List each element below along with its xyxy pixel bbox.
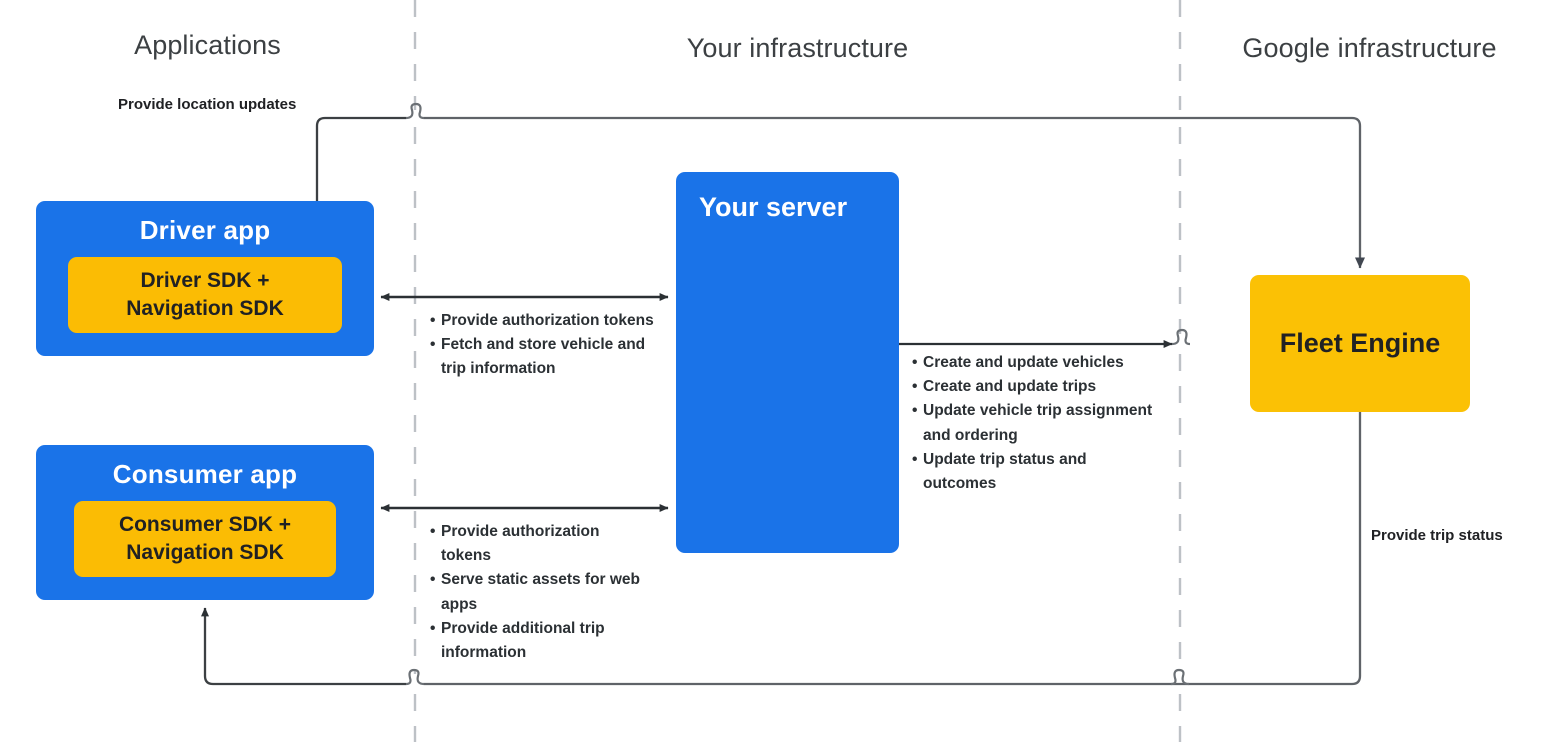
edge-label-trip-status: Provide trip status <box>1371 527 1503 544</box>
edge-bullets-consumer-server: Provide authorization tokens Serve stati… <box>430 520 645 665</box>
driver-sdk-box[interactable]: Driver SDK + Navigation SDK <box>68 257 342 333</box>
wire-server-engine <box>899 328 1191 348</box>
consumer-app-title: Consumer app <box>112 459 298 489</box>
bullet-item: Provide additional trip information <box>430 617 645 665</box>
driver-sdk-line-2: Navigation SDK <box>126 297 284 320</box>
edge-bullets-driver-server: Provide authorization tokens Fetch and s… <box>430 309 660 382</box>
consumer-sdk-line-2: Navigation SDK <box>126 541 284 564</box>
consumer-sdk-line-1: Consumer SDK + <box>118 513 292 537</box>
bullet-item: Provide authorization tokens <box>430 309 660 333</box>
bullet-item: Provide authorization tokens <box>430 520 645 568</box>
edge-label-location-updates: Provide location updates <box>118 96 297 113</box>
driver-app-title: Driver app <box>139 215 271 245</box>
bullet-item: Update vehicle trip assignment and order… <box>912 399 1162 447</box>
driver-sdk-line-1: Driver SDK + <box>140 269 270 293</box>
zone-header-your-infrastructure: Your infrastructure <box>686 33 909 63</box>
bullet-item: Create and update vehicles <box>912 351 1162 375</box>
bullet-item: Update trip status and outcomes <box>912 448 1162 496</box>
fleet-engine-title: Fleet Engine <box>1279 328 1441 358</box>
node-your-server[interactable]: Your server <box>676 172 899 553</box>
bullet-item: Fetch and store vehicle and trip informa… <box>430 333 660 381</box>
consumer-sdk-box[interactable]: Consumer SDK + Navigation SDK <box>74 501 336 577</box>
your-server-title: Your server <box>699 192 848 222</box>
node-driver-app[interactable]: Driver app Driver SDK + Navigation SDK <box>36 201 374 356</box>
edge-bullets-server-engine: Create and update vehicles Create and up… <box>912 351 1162 496</box>
bullet-item: Serve static assets for web apps <box>430 568 645 616</box>
bullet-item: Create and update trips <box>912 375 1162 399</box>
node-fleet-engine[interactable]: Fleet Engine <box>1250 275 1470 412</box>
zone-header-google-infrastructure: Google infrastructure <box>1242 33 1497 63</box>
node-consumer-app[interactable]: Consumer app Consumer SDK + Navigation S… <box>36 445 374 600</box>
zone-header-applications: Applications <box>134 30 281 60</box>
